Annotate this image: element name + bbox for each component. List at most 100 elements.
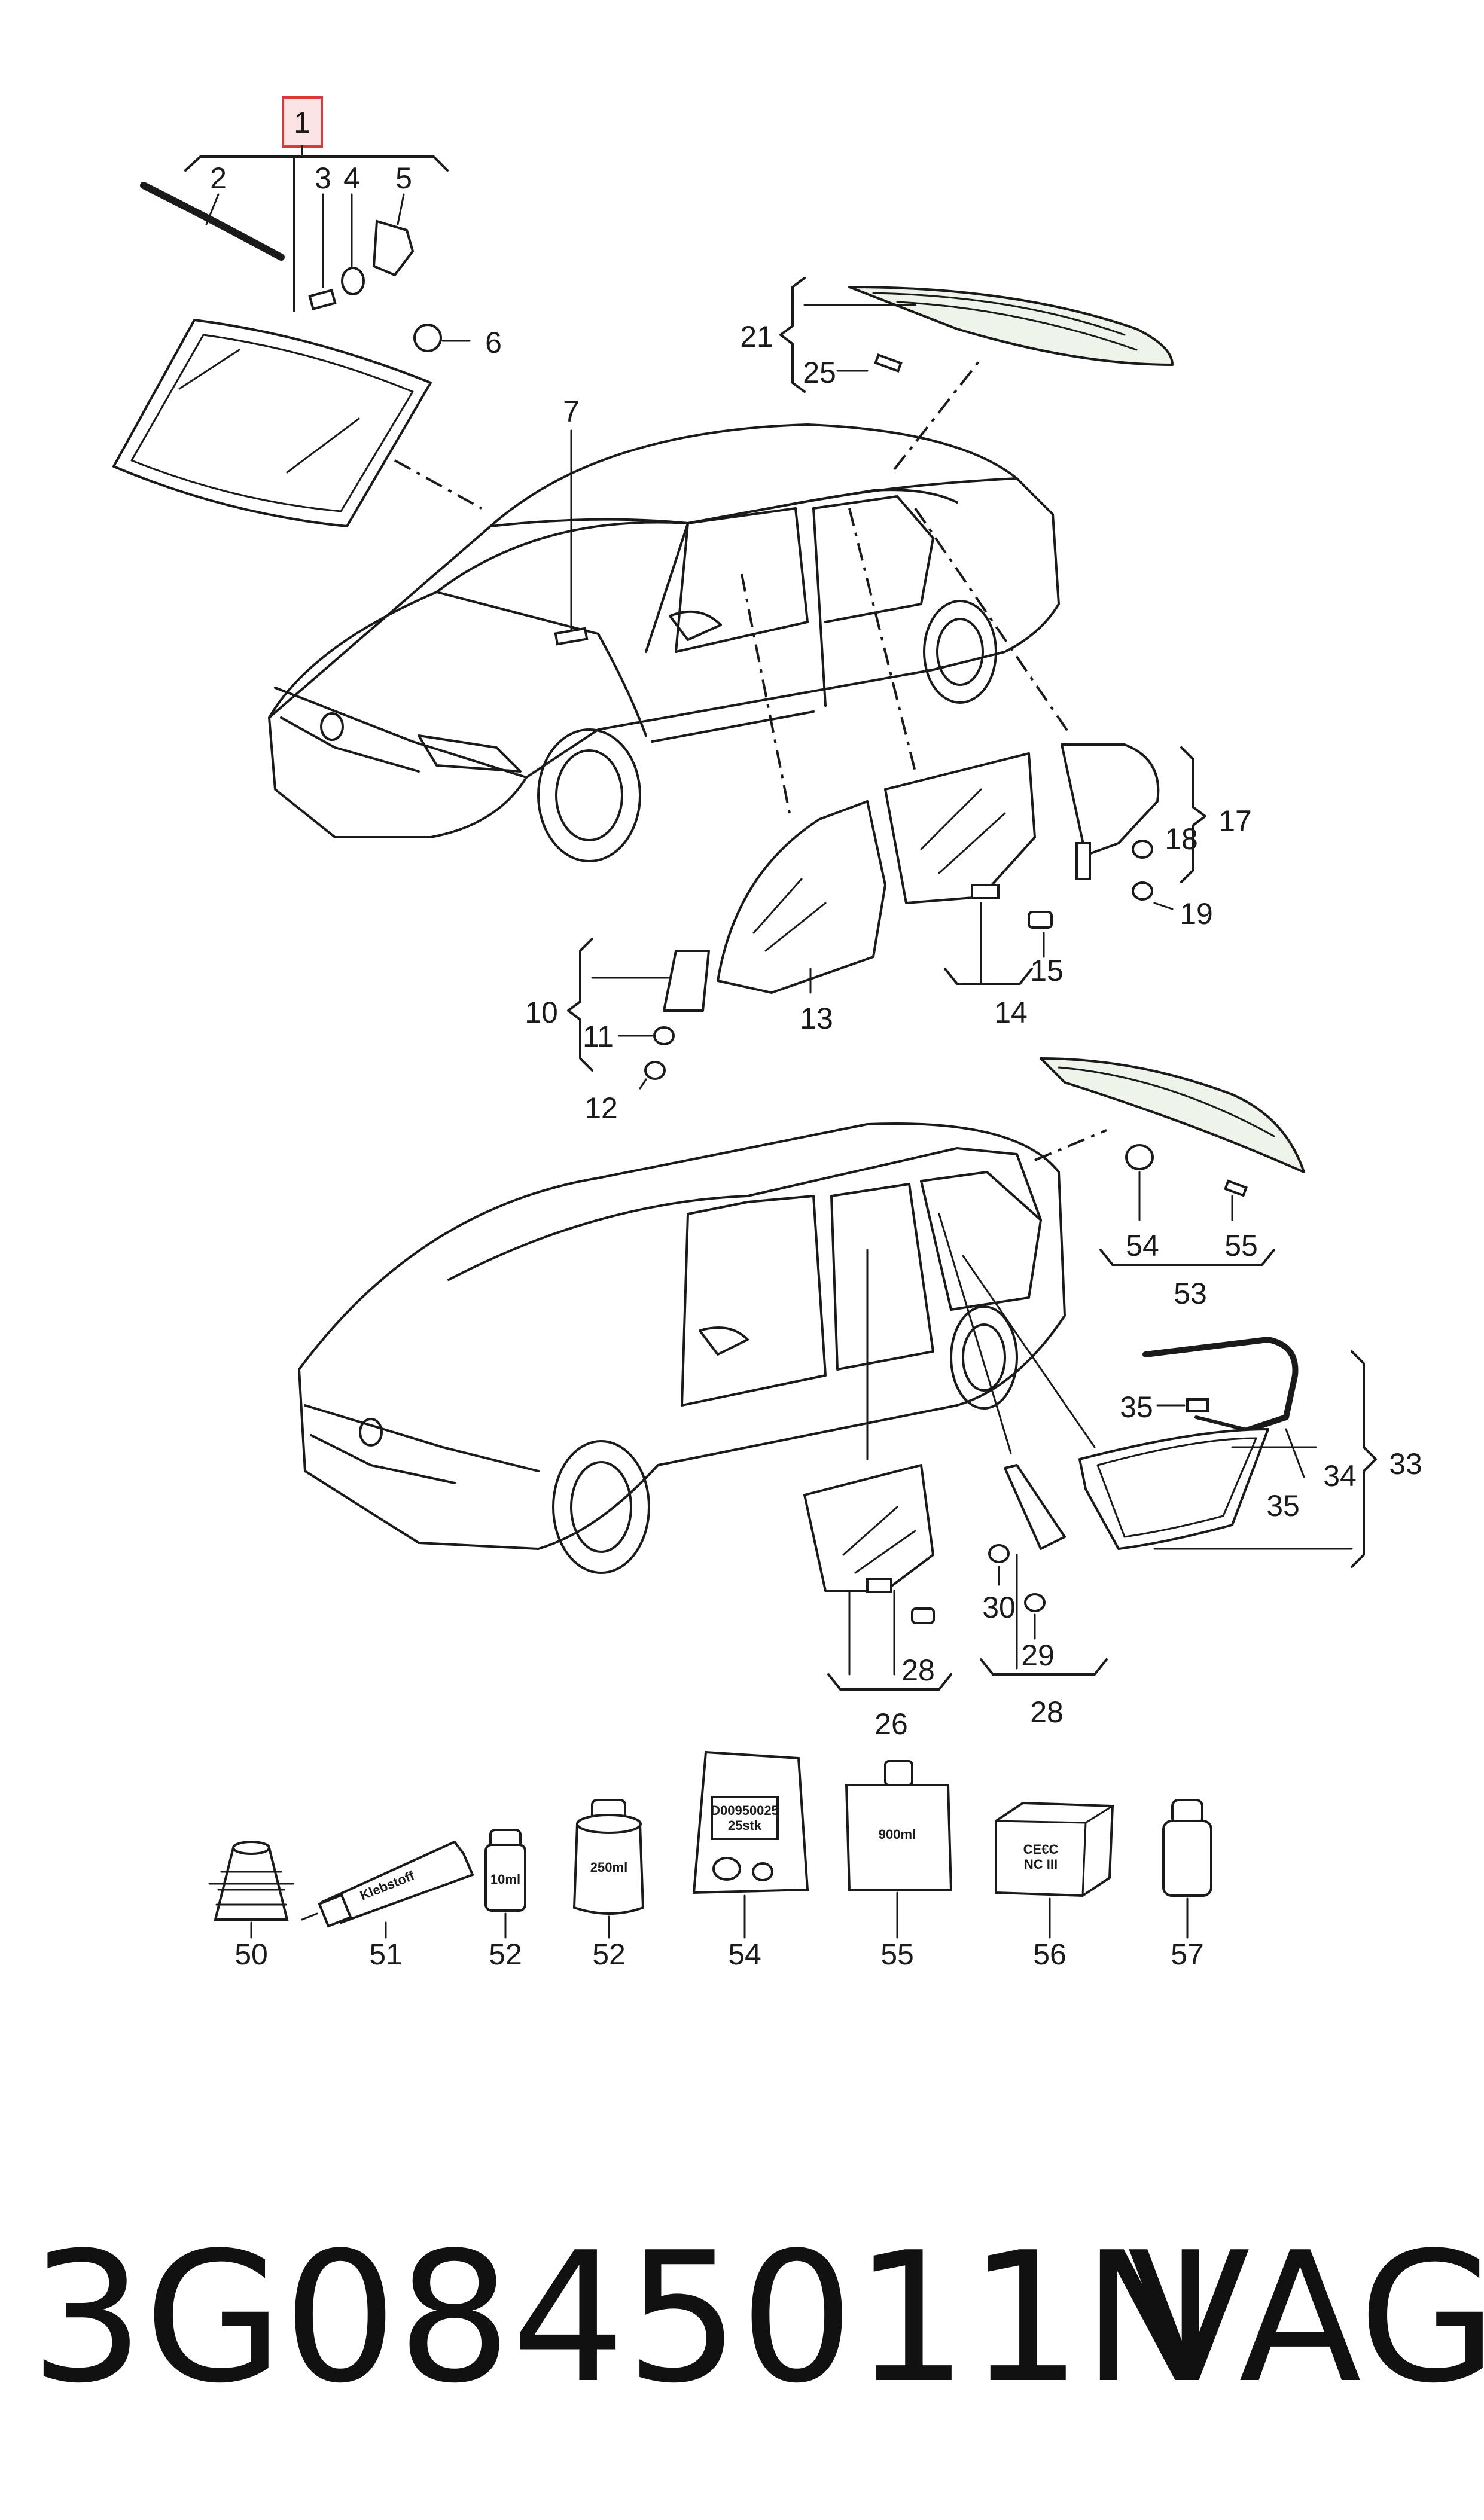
callout-14: 14 bbox=[994, 996, 1028, 1029]
consumables-row: 50 Klebstoff 51 10ml 52 250ml 52 bbox=[208, 1750, 1212, 1971]
callout-56: 56 bbox=[1033, 1938, 1066, 1971]
container-label: 900ml bbox=[879, 1827, 916, 1842]
wagon-quarter-group: 30 29 28 bbox=[980, 1464, 1108, 1729]
bottle-57 bbox=[1162, 1799, 1212, 1897]
callout-30: 30 bbox=[982, 1591, 1016, 1624]
brace-20 bbox=[779, 277, 806, 393]
leader-rear-window bbox=[893, 358, 982, 471]
pack-label-2: NC III bbox=[1024, 1857, 1058, 1872]
cone-nozzle-50 bbox=[208, 1841, 294, 1921]
part-code: 3G0845011N bbox=[30, 2214, 1217, 2423]
front-door-group: 13 bbox=[717, 573, 886, 1035]
bag-54: D00950025 25stk bbox=[692, 1750, 809, 1894]
callout-20: 21 bbox=[740, 320, 773, 353]
can-label: 250ml bbox=[590, 1860, 627, 1875]
rear-door-glass bbox=[884, 752, 1036, 904]
bracket-1 bbox=[184, 155, 449, 172]
callout-11: 11 bbox=[583, 1020, 614, 1053]
sedan-rear-wheel bbox=[923, 600, 997, 704]
callout-37: 53 bbox=[1174, 1277, 1207, 1310]
trim-part-34 bbox=[1142, 1337, 1299, 1438]
callout-10: 10 bbox=[525, 996, 558, 1029]
windscreen-glass bbox=[112, 319, 432, 527]
brace-33 bbox=[1351, 1350, 1377, 1568]
wagon-side-window-glass bbox=[1078, 1428, 1269, 1550]
sedan-car-illustration bbox=[268, 358, 1060, 862]
callout-4: 4 bbox=[343, 161, 360, 195]
part-6 bbox=[413, 324, 442, 352]
wagon-car-illustration bbox=[298, 1122, 1096, 1574]
callout-5: 5 bbox=[395, 161, 412, 195]
wagon-rear-door-clip bbox=[866, 1578, 892, 1593]
brand-name: VAG bbox=[1128, 2214, 1484, 2423]
windscreen-group: 1 2 3 4 5 6 7 bbox=[112, 96, 580, 635]
bracket-14 bbox=[944, 968, 1033, 985]
part-35-upper bbox=[1186, 1398, 1209, 1412]
rear-door-clip bbox=[971, 884, 1000, 899]
callout-3: 3 bbox=[315, 161, 331, 195]
front-door-glass bbox=[717, 800, 886, 994]
leader-windscreen bbox=[394, 459, 482, 510]
callout-13: 13 bbox=[800, 1002, 833, 1035]
callout-6: 6 bbox=[485, 326, 502, 359]
callout-51: 51 bbox=[369, 1938, 403, 1971]
wagon-front-wheel bbox=[552, 1440, 650, 1574]
trim-strip-part-2 bbox=[140, 182, 285, 261]
part-29 bbox=[1024, 1593, 1046, 1612]
brace-17 bbox=[1180, 746, 1206, 883]
part-38 bbox=[1125, 1144, 1154, 1170]
wagon-rear-window-group: 54 55 53 bbox=[1034, 1057, 1305, 1310]
bracket-28 bbox=[980, 1658, 1108, 1676]
callout-57: 57 bbox=[1171, 1938, 1204, 1971]
callout-12: 12 bbox=[584, 1091, 618, 1125]
part-18 bbox=[1132, 840, 1153, 859]
wagon-rear-wheel bbox=[950, 1305, 1018, 1410]
callout-28: 28 bbox=[1030, 1695, 1064, 1729]
callout-21: 25 bbox=[803, 356, 836, 389]
front-quarter-glass bbox=[663, 950, 710, 1012]
front-quarter-group: 10 11 12 bbox=[525, 938, 710, 1125]
bag-label-2: 25stk bbox=[728, 1818, 762, 1833]
callout-39: 55 bbox=[1224, 1229, 1258, 1262]
callout-34: 34 bbox=[1323, 1459, 1357, 1493]
small-bottle-label: 10ml bbox=[490, 1872, 520, 1887]
wagon-side-window-group: 35 34 35 33 bbox=[1078, 1337, 1422, 1568]
container-55: 900ml bbox=[845, 1760, 953, 1891]
part-7-on-car bbox=[554, 627, 589, 646]
sensor-part-5 bbox=[372, 219, 415, 277]
callout-35-lower: 35 bbox=[1266, 1489, 1300, 1523]
rear-door-group: 14 15 bbox=[848, 508, 1064, 1029]
rear-quarter-group: 17 18 19 bbox=[914, 507, 1252, 930]
wagon-body bbox=[298, 1122, 1066, 1550]
callout-50: 50 bbox=[234, 1938, 268, 1971]
wagon-rear-door-group: 28 26 bbox=[803, 1464, 952, 1741]
callout-1: 1 bbox=[294, 106, 310, 139]
callout-17: 17 bbox=[1218, 804, 1252, 838]
wagon-quarter-glass bbox=[1004, 1464, 1066, 1550]
bracket-37 bbox=[1099, 1249, 1275, 1266]
bracket-25 bbox=[827, 1673, 952, 1691]
pack-56: CE€C NC III bbox=[995, 1801, 1114, 1897]
wagon-rear-window-glass bbox=[1040, 1057, 1305, 1173]
wagon-rear-door-glass bbox=[803, 1464, 934, 1592]
callout-18: 18 bbox=[1165, 822, 1198, 856]
rear-quarter-channel bbox=[1075, 842, 1091, 880]
rear-window-glass bbox=[848, 286, 1174, 366]
callout-29: 29 bbox=[1021, 1639, 1055, 1672]
part-30 bbox=[988, 1544, 1010, 1563]
callout-7: 7 bbox=[563, 395, 580, 428]
part-4 bbox=[341, 267, 365, 295]
callout-19: 19 bbox=[1180, 897, 1213, 930]
callout-2: 2 bbox=[210, 161, 227, 195]
caption: 3G0845011N VAG bbox=[30, 2214, 1484, 2423]
can-53: 250ml bbox=[572, 1799, 645, 1915]
sedan-front-wheel bbox=[537, 728, 641, 862]
small-bottle-52: 10ml bbox=[484, 1829, 526, 1912]
callout-35-upper: 35 bbox=[1120, 1390, 1153, 1424]
callout-52: 52 bbox=[489, 1938, 522, 1971]
sedan-body bbox=[268, 423, 1060, 838]
callout-26: 28 bbox=[901, 1653, 935, 1687]
part-19 bbox=[1132, 881, 1153, 901]
